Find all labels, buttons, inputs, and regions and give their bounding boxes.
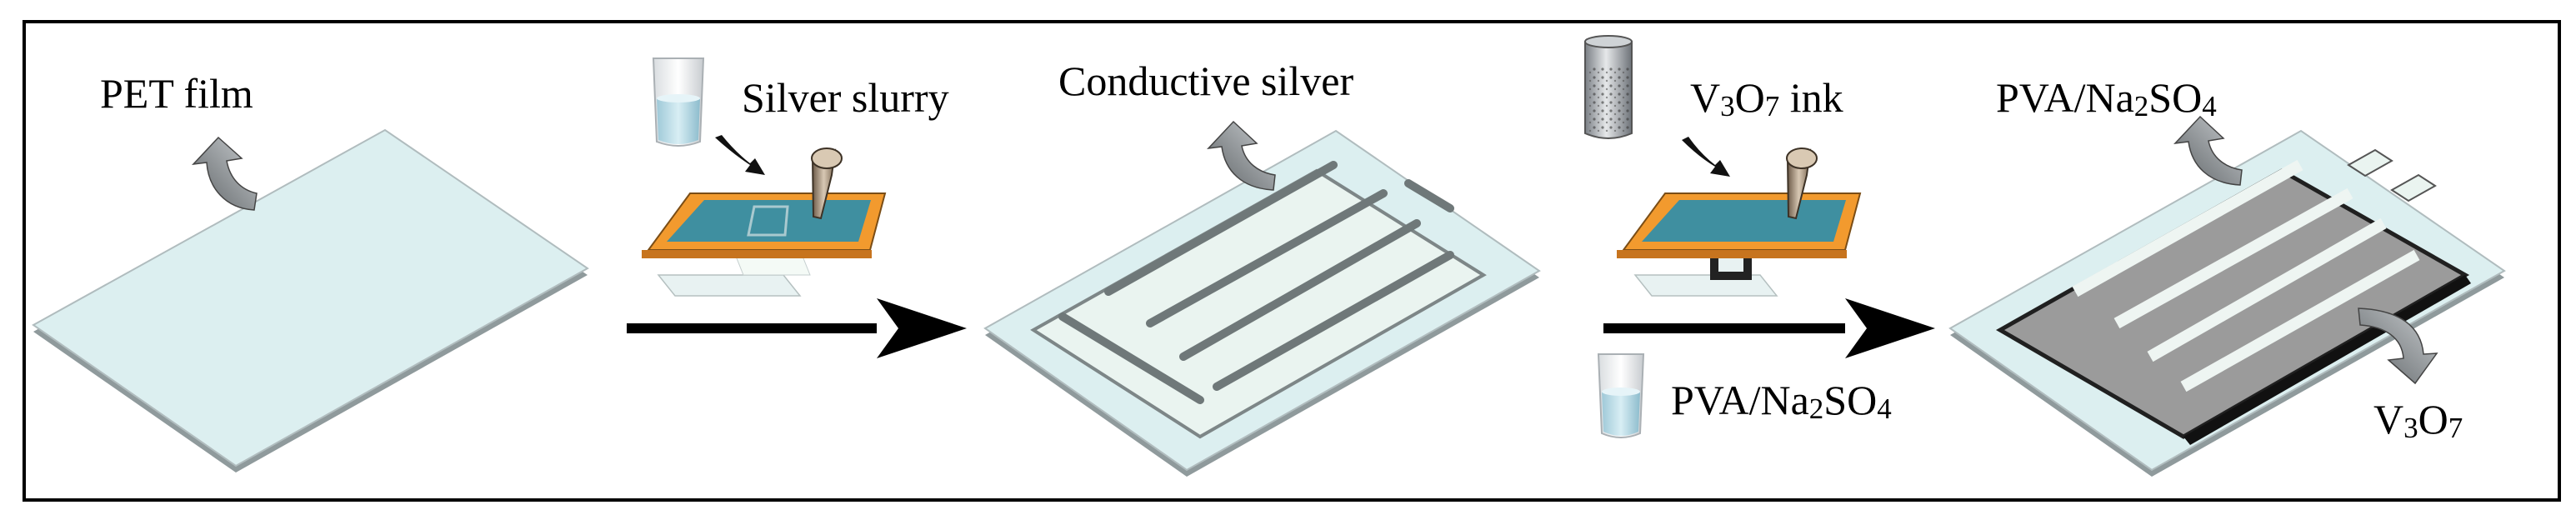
squeegee-icon (811, 148, 843, 220)
label-v3o7-ink: V3O7 ink (1690, 74, 1843, 123)
silver-patterned-film (983, 129, 1541, 477)
process-arrow-icon (627, 298, 967, 358)
curved-arrow-icon (2358, 308, 2438, 385)
curved-arrow-icon (1207, 120, 1276, 191)
label-silver-slurry: Silver slurry (742, 74, 949, 121)
label-pva-electrolyte-top: PVA/Na2SO4 (1996, 74, 2217, 123)
label-pet-film: PET film (100, 70, 253, 117)
pet-film-sheet (32, 128, 589, 472)
screen-printer-icon (1617, 192, 1862, 297)
label-v3o7: V3O7 (2373, 396, 2463, 445)
beaker-icon (652, 58, 705, 147)
beaker-icon (1597, 353, 1645, 438)
label-pva-electrolyte-beaker: PVA/Na2SO4 (1671, 377, 1892, 426)
drop-arrow-icon (715, 135, 765, 175)
curved-arrow-icon (192, 136, 258, 211)
curved-arrow-icon (2173, 115, 2243, 186)
ink-jar-icon (1584, 35, 1633, 139)
process-arrow-icon (1603, 298, 1935, 358)
squeegee-icon (1786, 148, 1818, 220)
figure-border (23, 20, 2561, 502)
label-conductive-silver: Conductive silver (1058, 58, 1354, 104)
screen-printer-icon (642, 192, 887, 297)
drop-arrow-icon (1682, 137, 1730, 177)
